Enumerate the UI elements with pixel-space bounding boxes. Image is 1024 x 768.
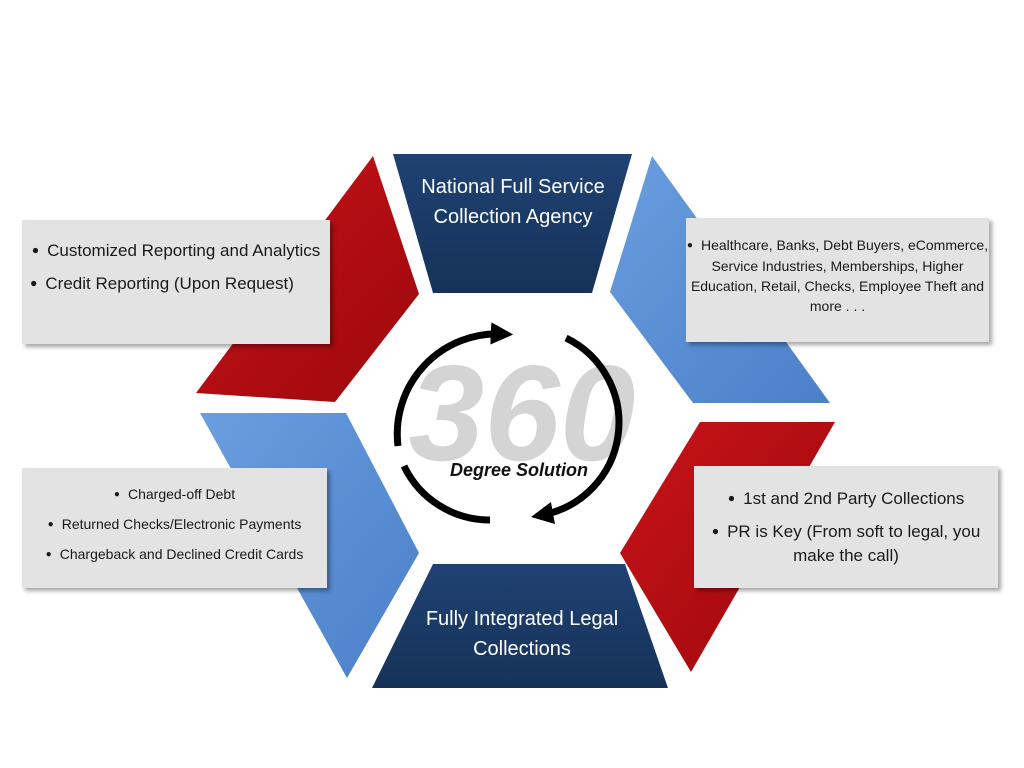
bottom-right-item: 1st and 2nd Party Collections xyxy=(694,486,998,511)
center-caption: Degree Solution xyxy=(450,460,588,480)
bottom-right-info-box: 1st and 2nd Party Collections PR is Key … xyxy=(694,466,998,588)
segment-top-label: National Full Service Collection Agency xyxy=(421,176,605,228)
bottom-left-item: Returned Checks/Electronic Payments xyxy=(22,514,327,535)
bottom-left-info-box: Charged-off Debt Returned Checks/Electro… xyxy=(22,468,327,588)
bottom-right-item: PR is Key (From soft to legal, you make … xyxy=(694,519,998,568)
top-left-item: Customized Reporting and Analytics xyxy=(22,238,330,263)
top-left-item: Credit Reporting (Upon Request) xyxy=(22,271,330,296)
top-left-info-box: Customized Reporting and Analytics Credi… xyxy=(22,220,330,344)
bottom-left-item: Chargeback and Declined Credit Cards xyxy=(22,544,327,565)
bottom-left-item: Charged-off Debt xyxy=(22,484,327,505)
cycle-arrow-top-icon xyxy=(393,322,514,447)
top-right-item: Healthcare, Banks, Debt Buyers, eCommerc… xyxy=(686,235,989,316)
segment-bottom-navy xyxy=(372,564,668,688)
cycle-arrow-bottom-icon xyxy=(530,334,623,524)
top-right-info-box: Healthcare, Banks, Debt Buyers, eCommerc… xyxy=(686,218,989,342)
cycle-arc-left-icon xyxy=(400,464,491,524)
segment-top-navy xyxy=(393,154,632,293)
segment-bottom-label: Fully Integrated Legal Collections xyxy=(425,608,619,660)
